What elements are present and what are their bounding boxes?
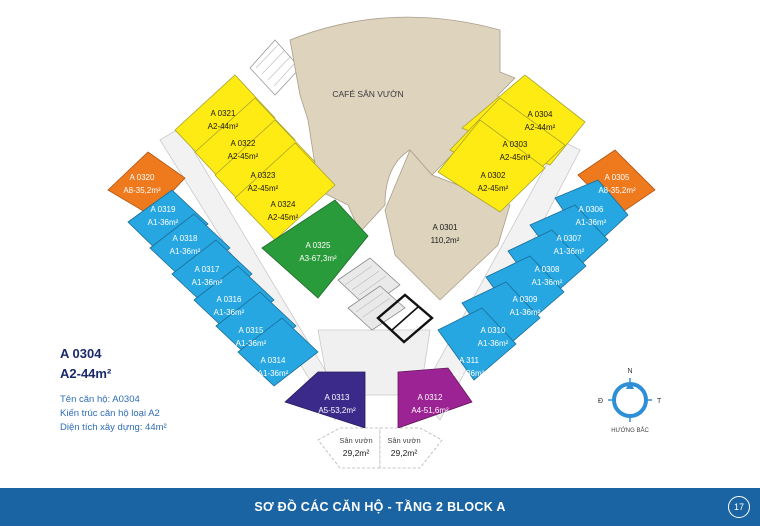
unit-label-code: A 0318 xyxy=(173,234,198,243)
unit-label-type: A2-45m² xyxy=(268,213,299,222)
compass-icon: N T Đ HƯỚNG BẮC xyxy=(598,368,662,434)
unit-label-code: A 0322 xyxy=(231,139,256,148)
compass-west: Đ xyxy=(598,398,603,405)
unit-label-code: A 0302 xyxy=(481,171,506,180)
unit-label-code: A 0313 xyxy=(325,393,350,402)
unit-label-code: A 0312 xyxy=(418,393,443,402)
unit-label-type: A1-36m² xyxy=(532,278,563,287)
unit-0313[interactable] xyxy=(284,371,366,429)
unit-label-type: A2-45m² xyxy=(248,184,279,193)
unit-label-type: A2-44m² xyxy=(525,123,556,132)
footer-bar: SƠ ĐỒ CÁC CĂN HỘ - TẦNG 2 BLOCK A 17 xyxy=(0,488,760,526)
unit-label-type: A2-44m² xyxy=(208,122,239,131)
unit-label-type: A4-51,6m² xyxy=(411,406,449,415)
garden-area: 29,2m² xyxy=(343,448,370,458)
unit-0324[interactable] xyxy=(234,142,336,241)
stair-top-left xyxy=(249,39,301,96)
unit-label-type: A3-67,3m² xyxy=(299,254,337,263)
unit-label-code: A 0304 xyxy=(528,110,553,119)
compass-north: N xyxy=(627,368,632,375)
unit-label-code: A 0306 xyxy=(579,205,604,214)
unit-label-code: A 0320 xyxy=(130,173,155,182)
unit-label-type: A1-36m² xyxy=(258,369,289,378)
unit-label-type: A1-36m² xyxy=(510,308,541,317)
info-arch-line: Kiến trúc căn hộ loại A2 xyxy=(60,408,160,419)
info-unit-code: A 0304 xyxy=(60,346,102,361)
unit-label-type: A1-36m² xyxy=(554,247,585,256)
info-unit-type: A2-44m² xyxy=(60,366,112,381)
stair-core xyxy=(337,257,434,344)
unit-label-type: A5-53,2m² xyxy=(318,406,356,415)
unit-label-code: A 0307 xyxy=(557,234,582,243)
unit-0302[interactable] xyxy=(437,119,546,213)
unit-0314[interactable] xyxy=(237,317,319,387)
unit-label-code: A 0301 xyxy=(433,223,458,232)
unit-0318[interactable] xyxy=(149,213,231,283)
floor-plan: CAFÉ SÂN VƯỜN A 0321 A2-44m² A 0322 A2-4… xyxy=(107,16,662,469)
info-name-line: Tên căn hộ: A0304 xyxy=(60,394,140,405)
unit-info-panel: A 0304 A2-44m² Tên căn hộ: A0304 Kiến tr… xyxy=(60,345,167,435)
unit-label-code: A 0319 xyxy=(151,205,176,214)
unit-label-type: A1-36m² xyxy=(576,218,607,227)
unit-0317[interactable] xyxy=(171,239,253,309)
unit-label-code: A 0308 xyxy=(535,265,560,274)
garden-area: 29,2m² xyxy=(391,448,418,458)
unit-label-type: A1-36m² xyxy=(148,218,179,227)
unit-label-code: A 0325 xyxy=(306,241,331,250)
garden-label: Sân vườn xyxy=(339,436,372,445)
compass-east: T xyxy=(657,398,662,405)
unit-label-type: A8-35,2m² xyxy=(598,186,636,195)
garden-right xyxy=(379,427,443,469)
unit-label-type: A2-45m² xyxy=(500,153,531,162)
unit-label-code: A 0305 xyxy=(605,173,630,182)
unit-label-code: A 0321 xyxy=(211,109,236,118)
unit-label-code: A 0314 xyxy=(261,356,286,365)
unit-label-code: A 0316 xyxy=(217,295,242,304)
unit-0301-area xyxy=(384,149,511,301)
unit-label-type: A1-36m² xyxy=(478,339,509,348)
unit-label-code: A 0309 xyxy=(513,295,538,304)
garden-label: Sân vườn xyxy=(387,436,420,445)
unit-0320[interactable] xyxy=(107,151,186,216)
info-area-line: Diện tích xây dựng: 44m² xyxy=(60,422,167,433)
unit-label-code: A 0315 xyxy=(239,326,264,335)
unit-label-type: A2-45m² xyxy=(228,152,259,161)
unit-label-code: A 0324 xyxy=(271,200,296,209)
unit-0312[interactable] xyxy=(397,367,473,429)
footer-title: SƠ ĐỒ CÁC CĂN HỘ - TẦNG 2 BLOCK A xyxy=(254,500,506,514)
unit-label-type: A1-36m² xyxy=(236,339,267,348)
unit-label-type: A1-36m² xyxy=(214,308,245,317)
unit-label-type: A1-36m² xyxy=(454,369,485,378)
cafe-label: CAFÉ SÂN VƯỜN xyxy=(332,89,403,99)
compass-caption: HƯỚNG BẮC xyxy=(611,426,649,434)
unit-label-type: A1-36m² xyxy=(170,247,201,256)
unit-label-type: A2-45m² xyxy=(478,184,509,193)
unit-label-type: A1-36m² xyxy=(192,278,223,287)
unit-label-code: A 0317 xyxy=(195,265,220,274)
unit-label-code: A 0323 xyxy=(251,171,276,180)
unit-0315[interactable] xyxy=(215,291,297,361)
page-number: 17 xyxy=(728,496,750,518)
unit-label-type: 110,2m² xyxy=(431,236,460,245)
unit-label-type: A8-35,2m² xyxy=(123,186,161,195)
unit-label-code: A 311 xyxy=(459,356,479,365)
unit-label-code: A 0310 xyxy=(481,326,506,335)
unit-0316[interactable] xyxy=(193,265,275,335)
unit-label-code: A 0303 xyxy=(503,140,528,149)
unit-0325[interactable] xyxy=(261,199,369,299)
unit-0311[interactable] xyxy=(437,307,517,381)
